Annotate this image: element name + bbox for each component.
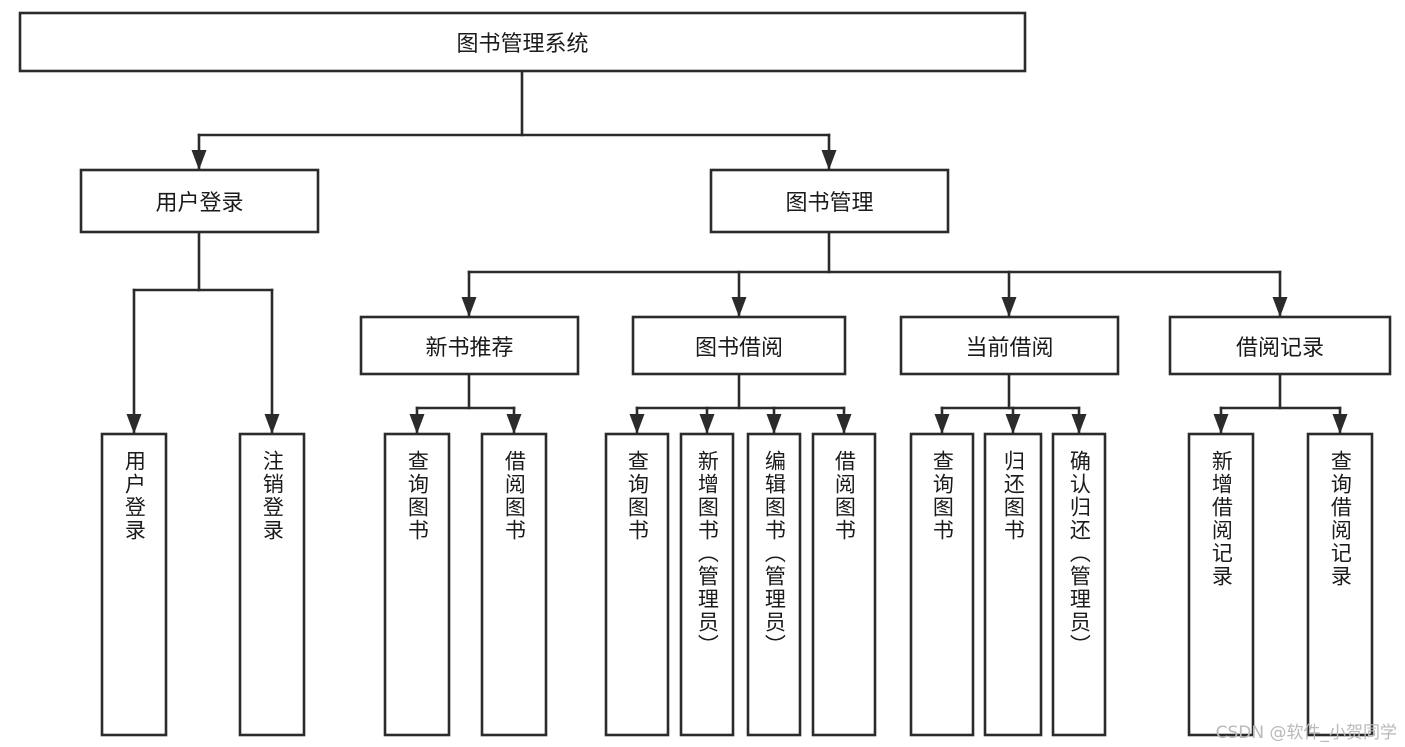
leaf-node-box (1051, 432, 1107, 737)
boxes-layer (18, 11, 1392, 737)
leaf-node-box (811, 432, 877, 737)
level3-node-box (899, 315, 1120, 376)
arrow-head-icon (506, 414, 522, 434)
leaf-node-box (238, 432, 306, 737)
root-node-box (18, 11, 1027, 73)
leaf-node-box (1306, 432, 1374, 737)
level3-node-box (631, 315, 847, 376)
level3-node-box (359, 315, 580, 376)
leaf-node-box (1187, 432, 1255, 737)
leaf-node-box (746, 432, 802, 737)
arrow-head-icon (1005, 414, 1021, 434)
leaf-node-box (909, 432, 975, 737)
arrow-head-icon (461, 297, 477, 317)
arrow-head-icon (731, 297, 747, 317)
arrow-head-icon (1332, 414, 1348, 434)
leaf-node-box (100, 432, 168, 737)
arrow-head-icon (264, 414, 280, 434)
arrow-head-icon (1213, 414, 1229, 434)
arrow-head-icon (934, 414, 950, 434)
arrow-head-icon (191, 150, 207, 170)
arrow-head-icon (699, 414, 715, 434)
level2-node-box (79, 168, 320, 234)
leaf-node-box (383, 432, 451, 737)
level3-node-box (1168, 315, 1392, 376)
arrow-head-icon (1272, 297, 1288, 317)
arrow-head-icon (766, 414, 782, 434)
leaf-node-box (679, 432, 735, 737)
arrow-head-icon (1071, 414, 1087, 434)
watermark-text: CSDN @软件_小贺同学 (1215, 723, 1397, 743)
arrow-head-icon (821, 150, 837, 170)
leaf-node-box (480, 432, 548, 737)
leaf-node-box (983, 432, 1043, 737)
level2-node-box (709, 168, 950, 234)
arrow-head-icon (836, 414, 852, 434)
arrow-head-icon (629, 414, 645, 434)
leaf-node-box (604, 432, 670, 737)
connectors-layer (126, 69, 1348, 435)
arrow-head-icon (1001, 297, 1017, 317)
arrow-head-icon (409, 414, 425, 434)
arrow-head-icon (126, 414, 142, 434)
